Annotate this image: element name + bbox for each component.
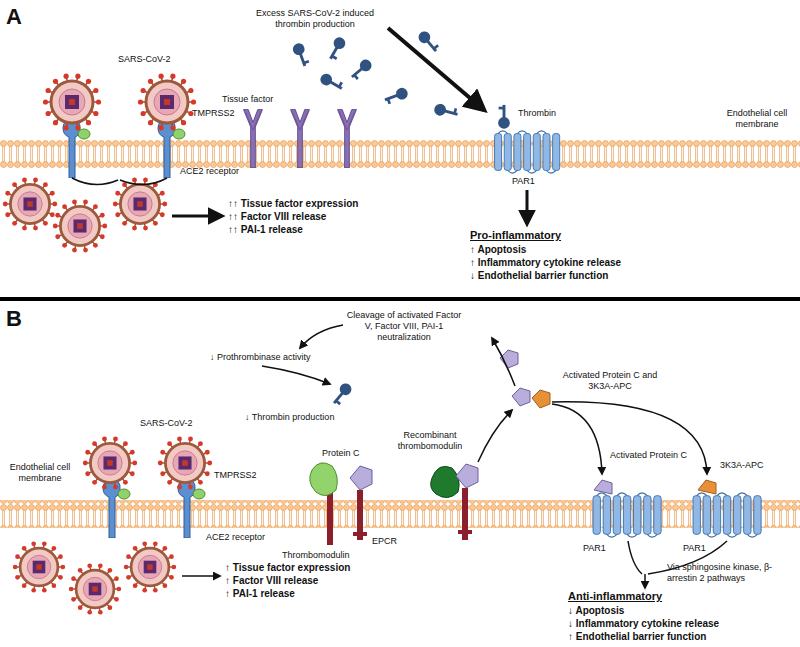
thrombin-molecule [318, 72, 345, 94]
thrombin-molecule [325, 35, 347, 62]
thrombin-molecule [498, 105, 510, 129]
virus-particle [69, 563, 121, 614]
virus-particle [138, 74, 196, 131]
effect-item: ↓ Endothelial barrier function [470, 270, 608, 282]
effect-item: ↑ Endothelial barrier function [568, 631, 706, 643]
virus-particle [53, 199, 107, 252]
cleavage-arrow [492, 338, 515, 386]
virus-particle [83, 436, 137, 489]
note: Via sphingosine kinase, β-arrestin 2 pat… [667, 562, 795, 584]
reduce-arrow [300, 325, 343, 348]
note: Activated Protein C and 3K3A-APC [555, 370, 665, 392]
par1-receptor [693, 493, 761, 537]
tissue-factor [244, 110, 263, 168]
note: Cleavage of activated Factor V, Factor V… [345, 310, 463, 342]
panel-letter: A [6, 4, 22, 30]
effect-item: ↑ Tissue factor expression [225, 562, 350, 574]
part-label: Recombinant thrombomodulin [388, 430, 472, 452]
part-label: Protein C [322, 448, 360, 459]
effect-item: ↑ Factor VIII release [225, 575, 318, 587]
part-label: Thrombin [518, 108, 556, 119]
part-label: ACE2 receptor [206, 532, 265, 543]
part-label: SARS-CoV-2 [118, 54, 171, 65]
panel-divider [0, 297, 800, 301]
part-label: PAR1 [583, 543, 606, 554]
part-label: PAR1 [683, 543, 706, 554]
thrombomodulin-epcr [310, 463, 372, 545]
effect-item: ↑↑ PAI-1 release [228, 224, 303, 236]
effect-arrow [172, 215, 222, 218]
part-label: Activated Protein C [610, 450, 687, 461]
thrombin-molecule [348, 57, 374, 81]
part-label: ACE2 receptor [180, 166, 239, 177]
virus-particle [158, 436, 212, 489]
binding-arrow [388, 28, 484, 110]
part-label: SARS-CoV-2 [140, 418, 193, 429]
virus-particle [43, 74, 101, 131]
tissue-factor [338, 110, 357, 168]
effect-item: ↑ Apoptosis [470, 244, 526, 256]
thrombin-molecule [416, 29, 440, 55]
activation-arrow [478, 410, 512, 462]
thrombin-molecule [291, 42, 310, 68]
part-label: Thrombomodulin [282, 550, 350, 561]
thrombin-molecule [433, 103, 459, 120]
signal-arrow [526, 190, 529, 224]
effect-arrow [182, 575, 220, 577]
note: Excess SARS-CoV-2 induced thrombin produ… [250, 8, 380, 30]
converge-line [72, 178, 167, 185]
signal-arrow [644, 574, 646, 588]
effect-heading: Anti-inflammatory [568, 590, 662, 603]
part-label: Endothelial cell membrane [718, 108, 796, 130]
part-label: PAR1 [512, 176, 535, 187]
par1-receptor [593, 493, 661, 537]
part-label: EPCR [372, 536, 397, 547]
virus-particle [3, 177, 57, 230]
part-label: Endothelial cell membrane [2, 462, 78, 484]
3k3a-apc-molecule [698, 480, 716, 494]
effect-item: ↑↑ Factor VIII release [228, 211, 326, 223]
virus-particle [113, 177, 167, 230]
effect-item: ↓ Inflammatory cytokine release [568, 618, 719, 630]
thrombin-molecule [330, 381, 354, 407]
apc-molecule [512, 388, 530, 406]
lipid-bilayer [0, 140, 800, 168]
part-label: TMPRSS2 [192, 108, 235, 119]
effect-heading: Pro-inflammatory [470, 229, 561, 242]
part-label: 3K3A-APC [720, 460, 764, 471]
effect-item: ↑ PAI-1 release [225, 588, 295, 600]
virus-particle [13, 541, 65, 592]
note: ↓ Prothrombinase activity [210, 352, 311, 363]
note: ↓ Thrombin production [245, 412, 334, 423]
part-label: TMPRSS2 [214, 470, 257, 481]
virus-particle [124, 541, 176, 592]
apc-molecule [594, 480, 612, 494]
part-label: Tissue factor [222, 94, 273, 105]
panel-letter: B [6, 306, 22, 332]
effect-item: ↑↑ Tissue factor expression [228, 198, 358, 210]
split-arrow [552, 402, 707, 474]
lipid-bilayer [0, 500, 800, 528]
split-arrow [552, 404, 602, 474]
par1-receptor [495, 131, 560, 173]
effect-item: ↑ Inflammatory cytokine release [470, 257, 621, 269]
3k3a-apc-molecule [532, 390, 550, 408]
thrombin-molecule [383, 86, 409, 105]
effect-item: ↓ Apoptosis [568, 605, 624, 617]
reduce-arrow [262, 366, 330, 384]
recombinant-thrombomodulin [431, 464, 478, 540]
tissue-factor [291, 110, 310, 168]
